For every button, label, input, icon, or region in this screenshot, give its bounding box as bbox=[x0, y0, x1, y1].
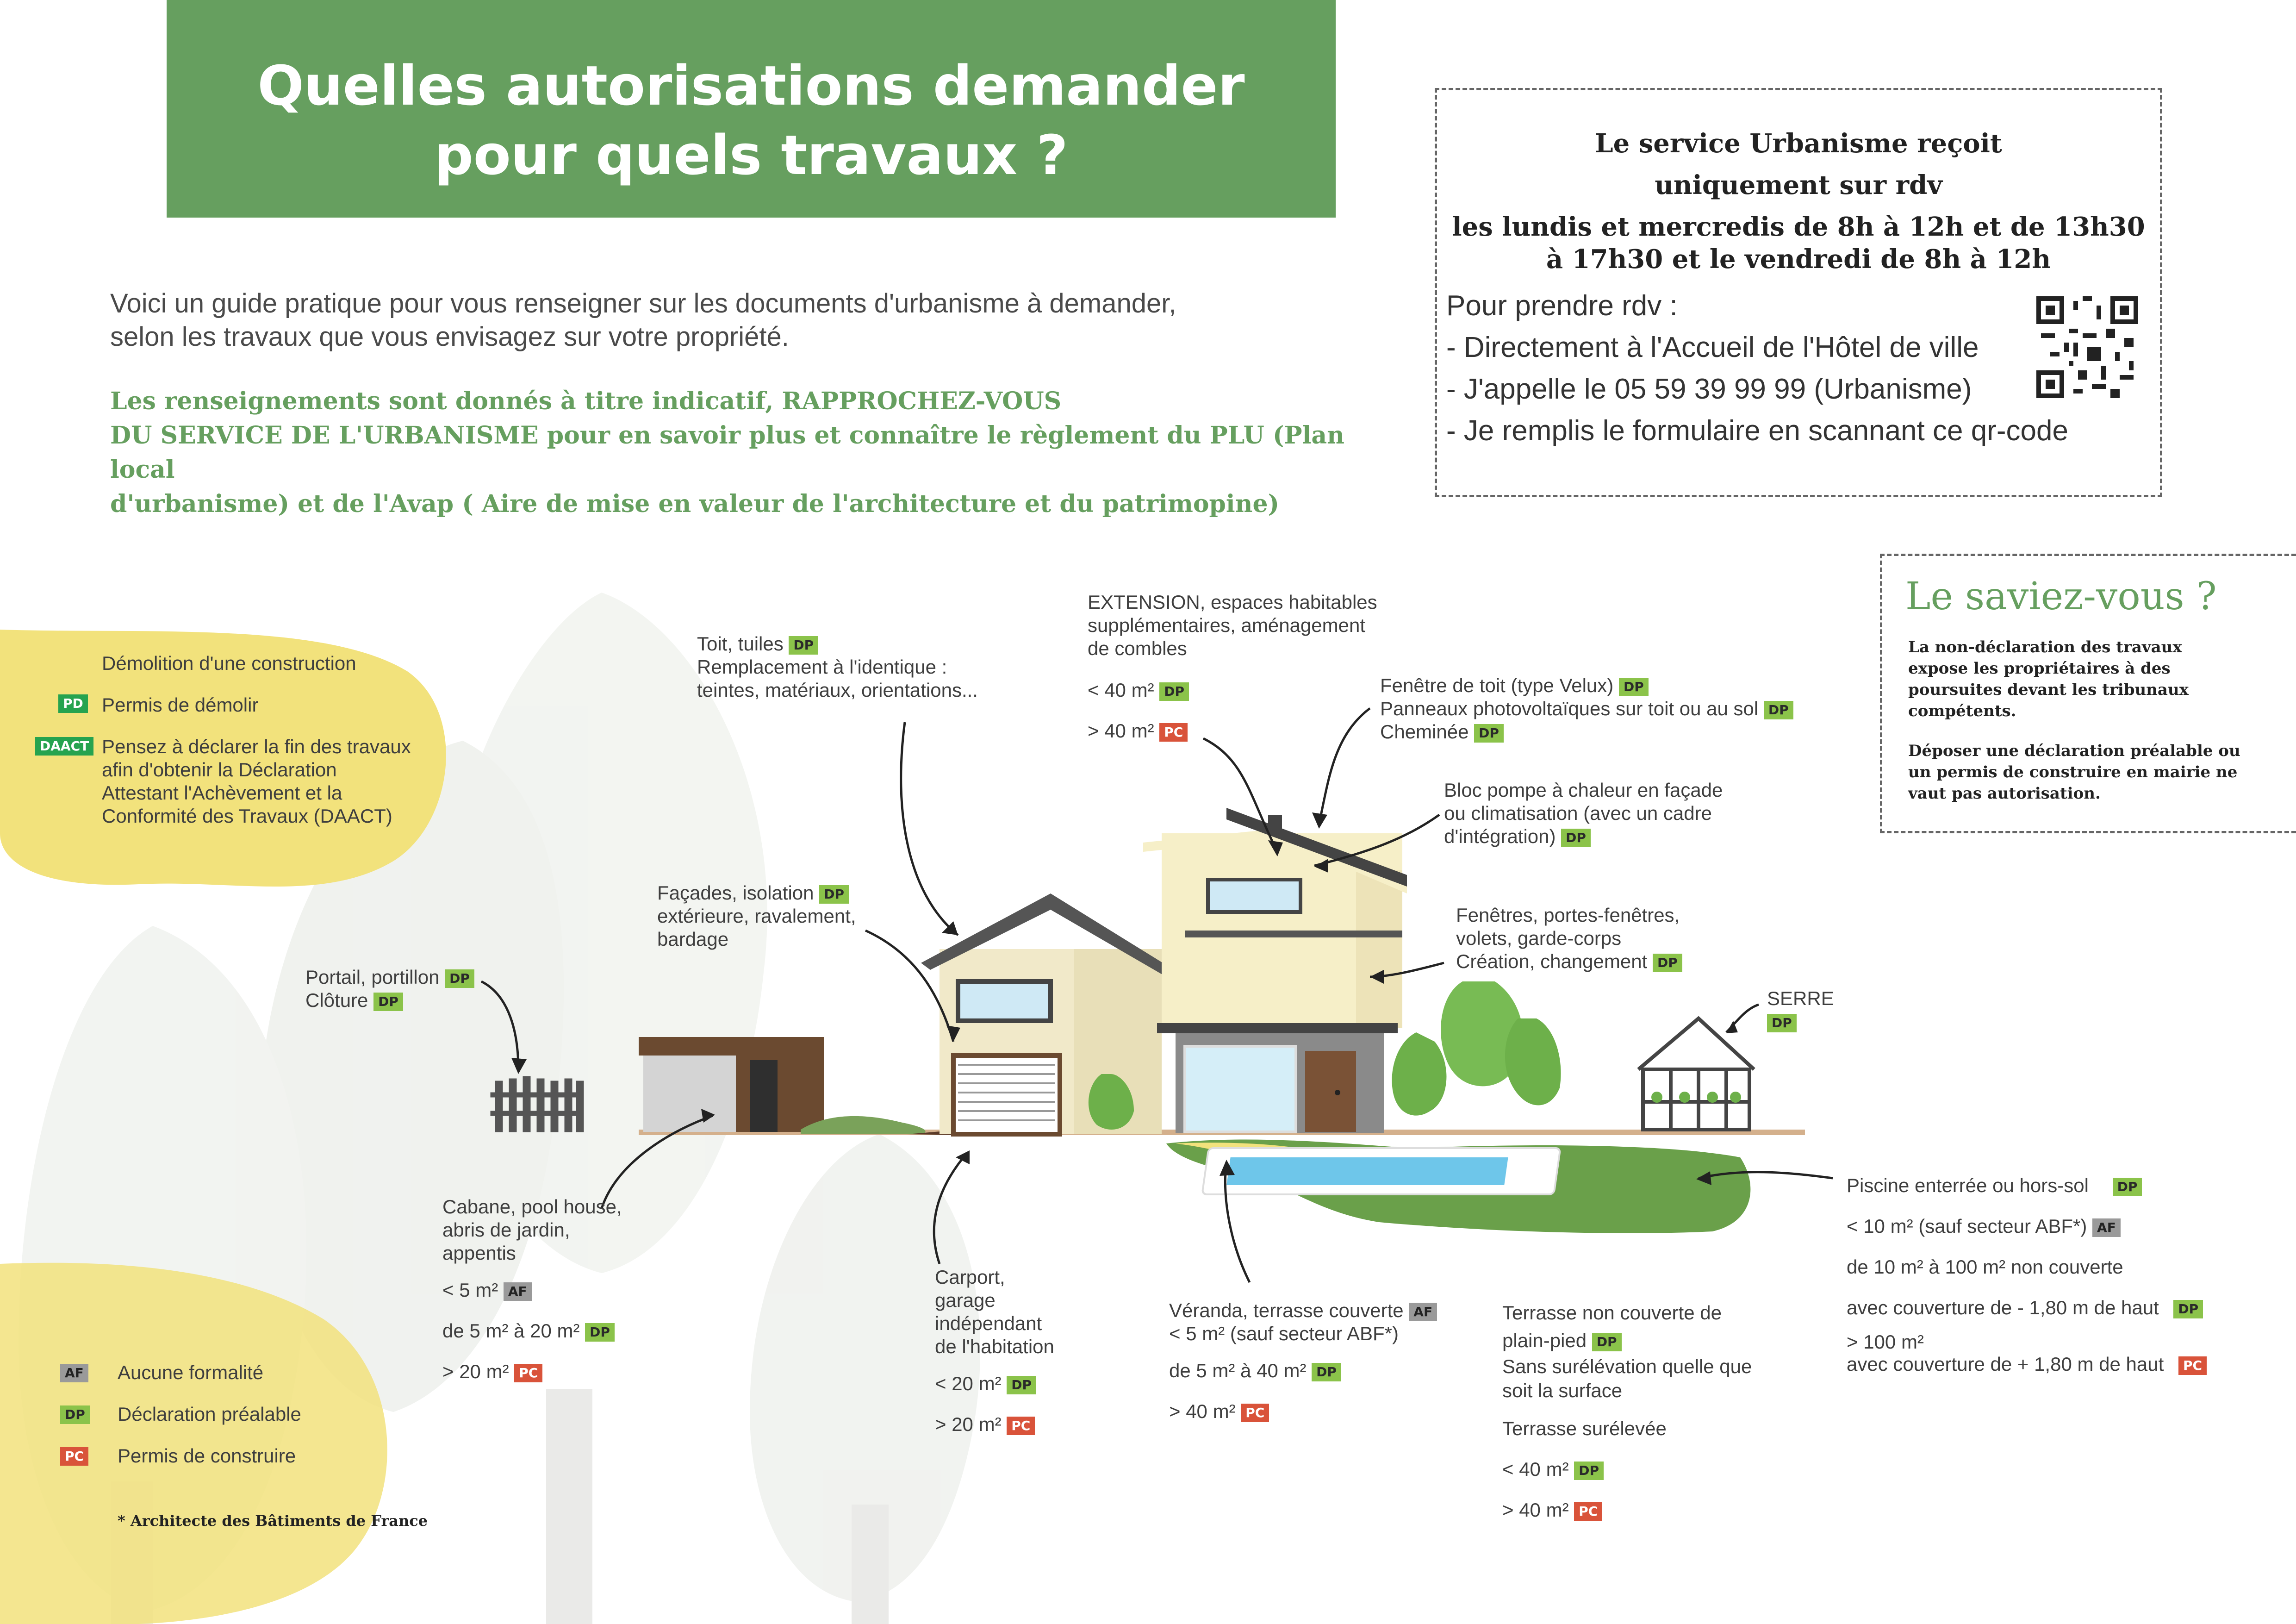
legend-pc-badge: PC bbox=[60, 1447, 89, 1466]
daact-badge: DAACT bbox=[35, 737, 94, 756]
appointment-box: Le service Urbanisme reçoit uniquement s… bbox=[1435, 88, 2162, 497]
label-veranda: Véranda, terrasse couverte AF < 5 m² (sa… bbox=[1169, 1299, 1437, 1423]
label-facades: Façades, isolation DP extérieure, ravale… bbox=[657, 882, 856, 950]
qr-code-icon[interactable] bbox=[2036, 296, 2138, 398]
legend-af-badge: AF bbox=[60, 1364, 88, 1382]
legend-dp-badge: DP bbox=[60, 1405, 90, 1424]
label-cabin: Cabane, pool house,abris de jardin,appen… bbox=[442, 1196, 622, 1382]
label-toit: Toit, tuiles DP Remplacement à l'identiq… bbox=[697, 633, 978, 701]
legend-pc-label: Permis de construire bbox=[118, 1445, 296, 1467]
disclaimer-note: Les renseignements sont donnés à titre i… bbox=[110, 387, 1344, 518]
label-greenhouse: SERRE DP bbox=[1767, 987, 1834, 1033]
footnote: * Architecte des Bâtiments de France bbox=[118, 1512, 428, 1530]
did-you-know-title: Le saviez-vous ? bbox=[1905, 575, 2217, 618]
rdv-accueil: - Directement à l'Accueil de l'Hôtel de … bbox=[1446, 331, 1979, 363]
pd-label: Permis de démolir bbox=[102, 694, 259, 716]
legend-dp-label: Déclaration préalable bbox=[118, 1403, 301, 1425]
appointment-hours: Le service Urbanisme reçoit uniquement s… bbox=[1452, 128, 2145, 275]
legend-af-label: Aucune formalité bbox=[118, 1362, 264, 1383]
demolition-title: Démolition d'une construction bbox=[102, 652, 356, 674]
label-gate-fence: Portail, portillon DP Clôture DP bbox=[305, 966, 474, 1012]
label-roof-window: Fenêtre de toit (type Velux) DP Panneaux… bbox=[1380, 674, 1793, 743]
did-you-know-p1: La non-déclaration des travaux expose le… bbox=[1908, 638, 2189, 720]
rdv-phone[interactable]: - J'appelle le 05 59 39 99 99 (Urbanisme… bbox=[1446, 373, 1972, 405]
label-pool: Piscine enterrée ou hors-sol DP < 10 m² … bbox=[1847, 1174, 2207, 1376]
label-terrace: Terrasse non couverte de plain-pied DP S… bbox=[1502, 1302, 1752, 1521]
did-you-know-box: Le saviez-vous ? La non-déclaration des … bbox=[1880, 554, 2296, 833]
rdv-intro: Pour prendre rdv : bbox=[1446, 290, 1678, 322]
label-windows-doors: Fenêtres, portes-fenêtres,volets, garde-… bbox=[1456, 904, 1682, 973]
rdv-form: - Je remplis le formulaire en scannant c… bbox=[1446, 415, 2068, 447]
did-you-know-p2: Déposer une déclaration préalable ou un … bbox=[1908, 742, 2240, 803]
pd-badge: PD bbox=[58, 694, 88, 713]
intro-text: Voici un guide pratique pour vous rensei… bbox=[110, 288, 1176, 352]
